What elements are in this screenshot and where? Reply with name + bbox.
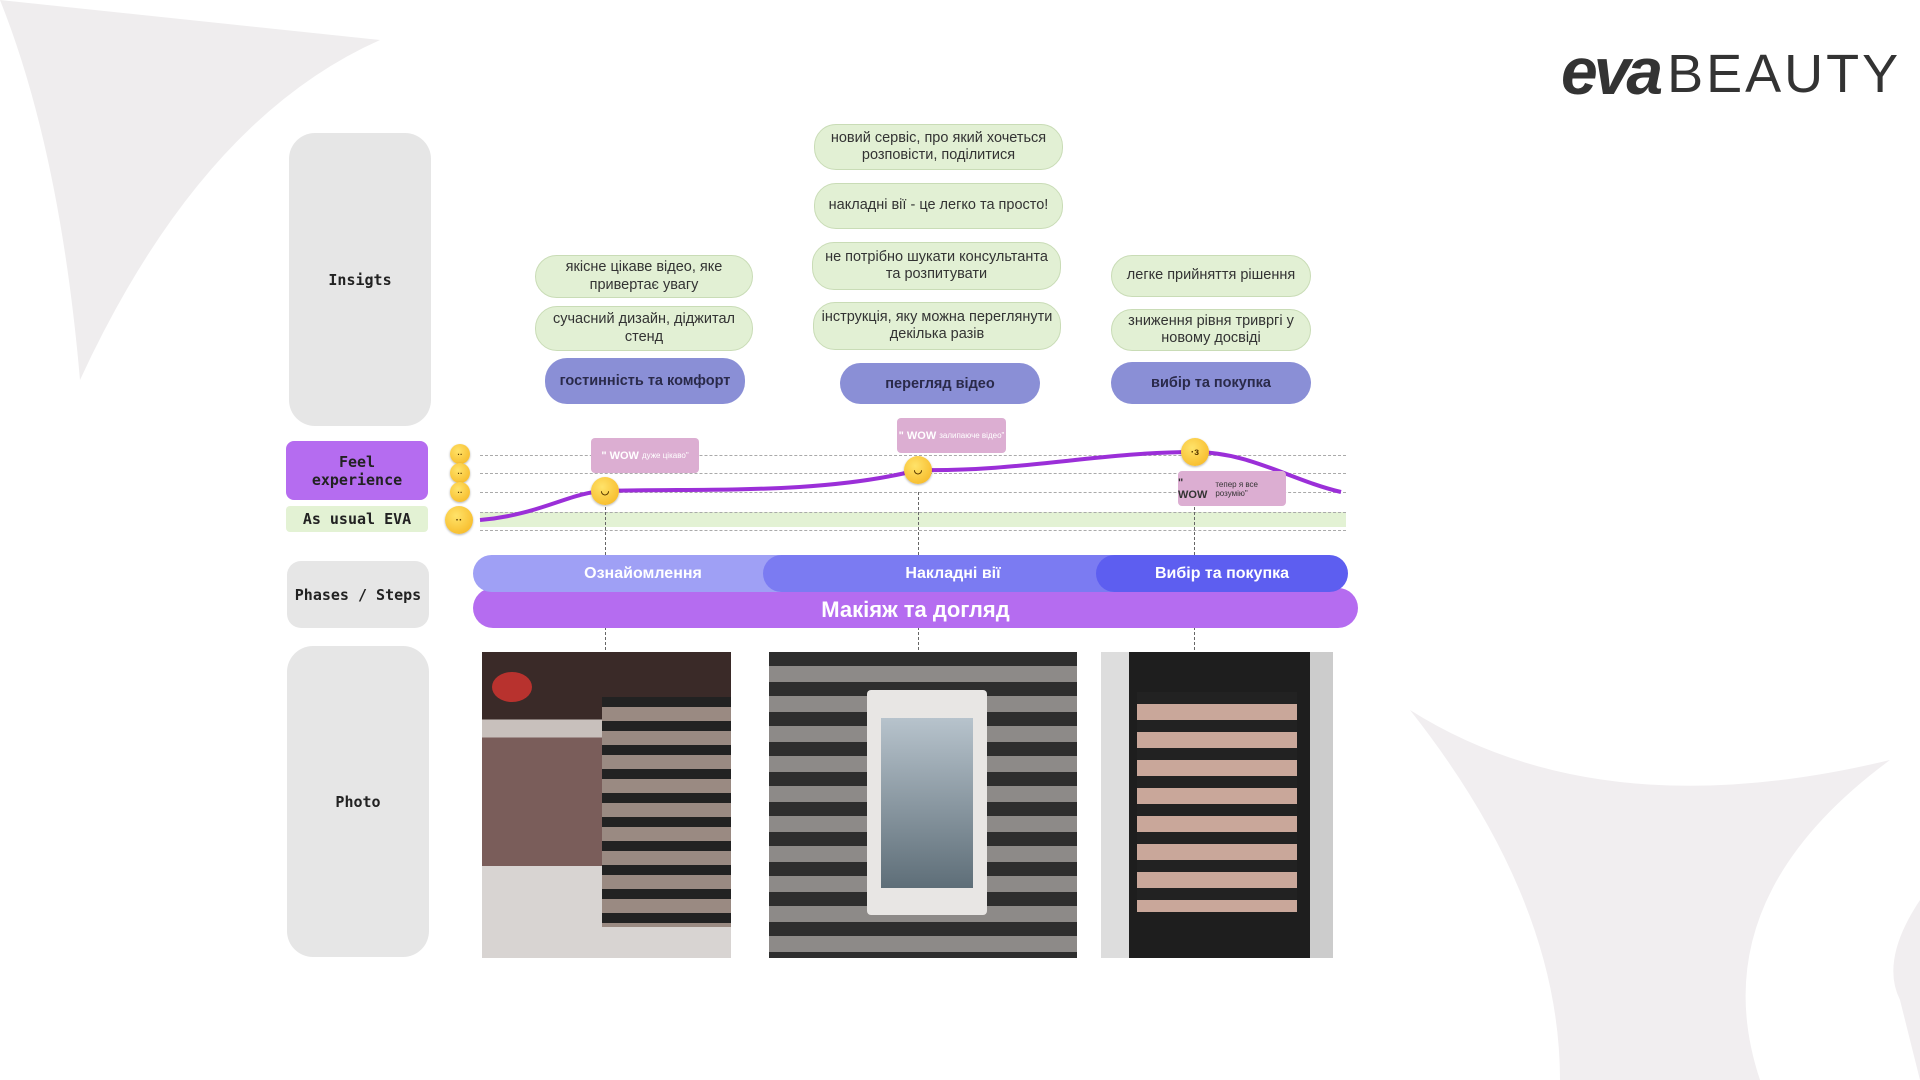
grid-line <box>480 530 1346 531</box>
step-pill: вибір та покупка <box>1111 362 1311 404</box>
photo-shelf <box>602 697 731 927</box>
step-pill: гостинність та комфорт <box>545 358 745 404</box>
wow-text: тепер я все розумію" <box>1215 479 1258 498</box>
kissing-face-icon: ·· <box>450 444 470 464</box>
label: Phases / Steps <box>294 585 422 604</box>
wow-word: " WOW <box>898 429 937 442</box>
grid-line <box>480 455 1346 456</box>
row-label-as-usual: As usual EVA <box>286 506 428 532</box>
eva-beauty-logo: eva BEAUTY <box>1561 34 1902 108</box>
label: Photo <box>335 792 381 811</box>
row-label-phases: Phases / Steps <box>287 561 429 628</box>
grinning-face-icon: ◡ <box>904 456 932 484</box>
wow-word: " WOW <box>1178 476 1208 501</box>
label: As usual EVA <box>302 510 412 528</box>
row-label-insights: Insigts <box>289 133 431 426</box>
smiling-face-icon: ·· <box>450 482 470 502</box>
store-photo-1 <box>482 652 731 958</box>
grid-line <box>480 512 1346 513</box>
logo-eva: eva <box>1561 34 1663 108</box>
step-pill: перегляд відео <box>840 363 1040 404</box>
photo-stand <box>1137 692 1297 912</box>
phase-segment-2: Накладні вії <box>763 555 1143 592</box>
insight-bubble: сучасний дизайн, діджитал стенд <box>535 306 753 351</box>
smiling-face-icon: ◡ <box>591 477 619 505</box>
grinning-face-icon: ·· <box>450 463 470 483</box>
photo-screen <box>867 690 987 915</box>
wow-text: залипаюче відео" <box>939 431 1005 440</box>
logo-beauty: BEAUTY <box>1667 44 1902 104</box>
insight-bubble: інструкція, яку можна переглянути декіль… <box>813 302 1061 350</box>
wow-callout: " WOW тепер я все розумію" <box>1178 471 1286 506</box>
label: Insigts <box>328 270 392 289</box>
insight-bubble: легке прийняття рішення <box>1111 255 1311 297</box>
kissing-face-icon: ·з <box>1181 438 1209 466</box>
row-label-photo: Photo <box>287 646 429 957</box>
neutral-face-icon: ·· <box>445 506 473 534</box>
store-photo-3 <box>1101 652 1333 958</box>
insight-bubble: накладні вії - це легко та просто! <box>814 183 1063 229</box>
journey-bar: Макіяж та догляд <box>473 588 1358 628</box>
wow-text: дуже цікаво" <box>641 451 689 460</box>
photo-lips <box>492 672 532 702</box>
phase-segment-3: Вибір та покупка <box>1096 555 1348 592</box>
journey-label: Макіяж та догляд <box>821 597 1010 622</box>
grid-line <box>480 492 1346 493</box>
row-label-feel-experience: Feel experience <box>286 441 428 500</box>
phase-segment-1: Ознайомлення <box>473 555 813 592</box>
insight-bubble: не потрібно шукати консультанта та розпи… <box>812 242 1061 290</box>
insight-bubble: новий сервіс, про який хочеться розповіс… <box>814 124 1063 170</box>
insight-bubble: якісне цікаве відео, яке привертає увагу <box>535 255 753 298</box>
insight-bubble: зниження рівня тривргі у новому досвіді <box>1111 309 1311 351</box>
photo-screen-inner <box>881 718 973 888</box>
wow-word: " WOW <box>601 449 639 462</box>
store-photo-2 <box>769 652 1077 958</box>
baseline-band <box>480 512 1346 527</box>
label: Feel experience <box>311 452 403 489</box>
